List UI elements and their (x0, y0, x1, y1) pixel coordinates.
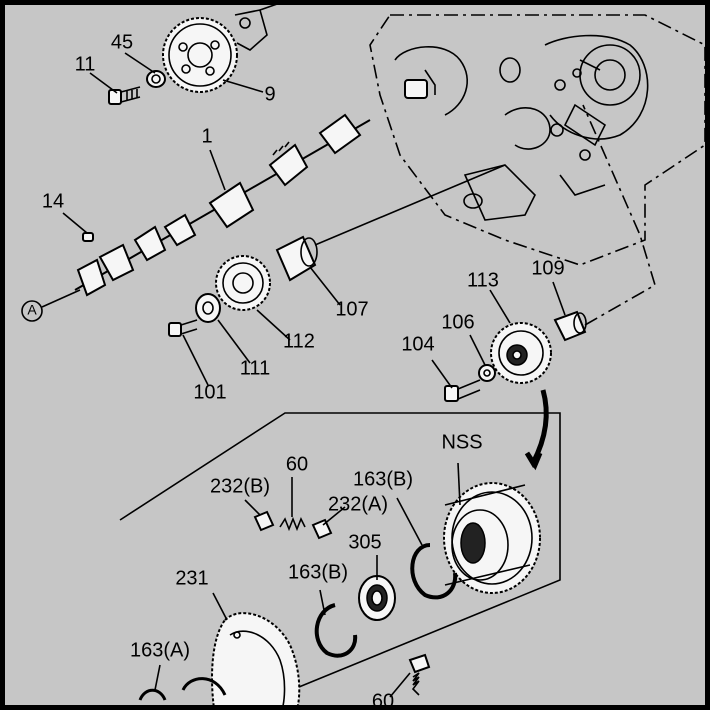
bolt-104 (444, 379, 481, 402)
washer-45 (146, 70, 166, 88)
callout-305: 305 (348, 531, 381, 553)
callout-232b: 232(B) (210, 475, 270, 497)
parts-diagram: 45 11 9 1 14 A 107 112 111 101 113 109 1… (5, 5, 705, 705)
callout-109: 109 (531, 257, 564, 279)
bolt-101 (168, 319, 198, 337)
gear-9 (162, 5, 277, 93)
leader-lines (62, 52, 566, 698)
pin-232b (253, 510, 275, 532)
callout-163b-right: 163(B) (353, 468, 413, 490)
callout-a: A (27, 302, 37, 318)
washer-106 (478, 364, 496, 382)
spacer-107 (275, 164, 506, 282)
callout-45: 45 (111, 31, 133, 53)
callout-11: 11 (75, 53, 96, 75)
callout-nss: NSS (441, 431, 482, 453)
callout-60-lower: 60 (372, 690, 394, 705)
snap-ring-163b-right (410, 543, 458, 600)
camshaft-1 (74, 113, 371, 297)
gear-113 (490, 322, 552, 384)
callout-231: 231 (175, 567, 208, 589)
snap-ring-163a (138, 677, 227, 701)
bushing-109 (553, 104, 656, 342)
pin-232a (311, 518, 333, 540)
detail-arrow (524, 389, 549, 471)
callout-107: 107 (335, 298, 368, 320)
detail-box (119, 412, 561, 705)
callout-9: 9 (264, 83, 275, 105)
gear-112 (215, 255, 271, 311)
bearing-305 (358, 575, 396, 621)
plate-111 (195, 293, 221, 323)
callout-106: 106 (441, 311, 474, 333)
callout-60-upper: 60 (286, 453, 308, 475)
callout-163b-left: 163(B) (288, 561, 348, 583)
spring-60-upper (279, 516, 306, 532)
exploded-view-drawing: 45 11 9 1 14 A 107 112 111 101 113 109 1… (21, 5, 705, 705)
callout-113: 113 (467, 269, 499, 291)
spring-60-lower (408, 653, 431, 696)
engine-block (369, 14, 705, 266)
reference-a (21, 289, 81, 322)
nss-gear (443, 482, 541, 594)
callout-1: 1 (201, 125, 212, 147)
callout-111: 111 (240, 357, 270, 379)
callout-14: 14 (42, 190, 64, 212)
snap-ring-163b-left (314, 603, 358, 658)
callout-112: 112 (283, 330, 315, 352)
callout-163a: 163(A) (130, 639, 190, 661)
key-14 (82, 232, 94, 242)
bolt-11 (108, 86, 141, 105)
callout-101: 101 (193, 381, 226, 403)
callout-104: 104 (401, 333, 434, 355)
gear-231 (211, 612, 301, 705)
callout-232a: 232(A) (328, 493, 388, 515)
